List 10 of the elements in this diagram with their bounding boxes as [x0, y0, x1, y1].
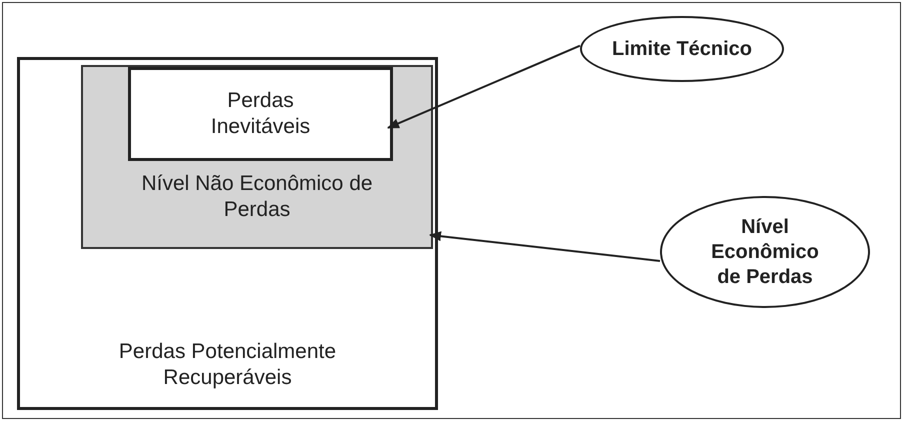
node-label: Perdas Inevitáveis [210, 88, 312, 140]
node-label: Nível Não Econômico de Perdas [140, 170, 374, 223]
arrow [429, 231, 660, 262]
shaded-box [81, 65, 433, 249]
outer-box [17, 57, 438, 410]
arrow [387, 44, 580, 129]
node-label: Limite Técnico [610, 36, 754, 62]
node-label: Nível Econômico de Perdas [710, 214, 820, 290]
inner-box [128, 67, 393, 161]
node-label: Perdas Potencialmente Recuperáveis [118, 338, 338, 391]
